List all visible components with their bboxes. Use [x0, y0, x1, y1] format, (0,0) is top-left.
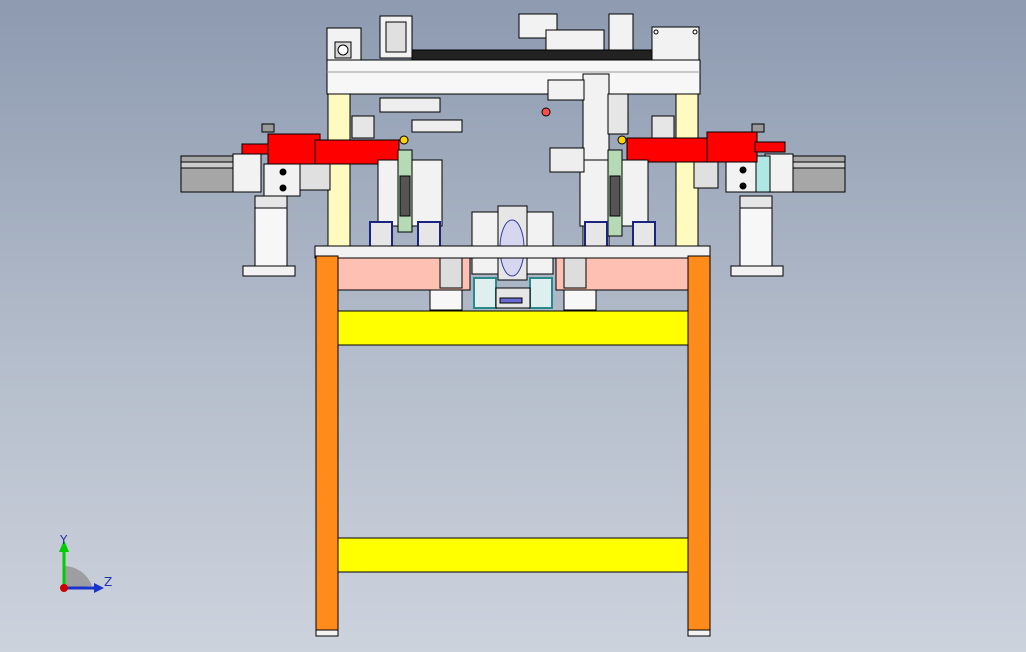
z-axis-label: Z: [104, 575, 112, 589]
support-frame: [315, 255, 711, 637]
triad-arc: [64, 566, 92, 588]
z-arrow-icon: [94, 583, 104, 593]
base-plate: [314, 245, 711, 311]
y-axis-label: Y: [59, 533, 68, 547]
left-clamp-mechanism: [369, 97, 463, 255]
orientation-triad: Y Z: [59, 533, 112, 593]
top-gantry: [326, 13, 701, 255]
x-axis-dot: [60, 584, 68, 592]
left-actuator-assembly: [180, 115, 400, 277]
right-actuator-assembly: [626, 115, 846, 277]
y-arrow-icon: [59, 540, 69, 552]
